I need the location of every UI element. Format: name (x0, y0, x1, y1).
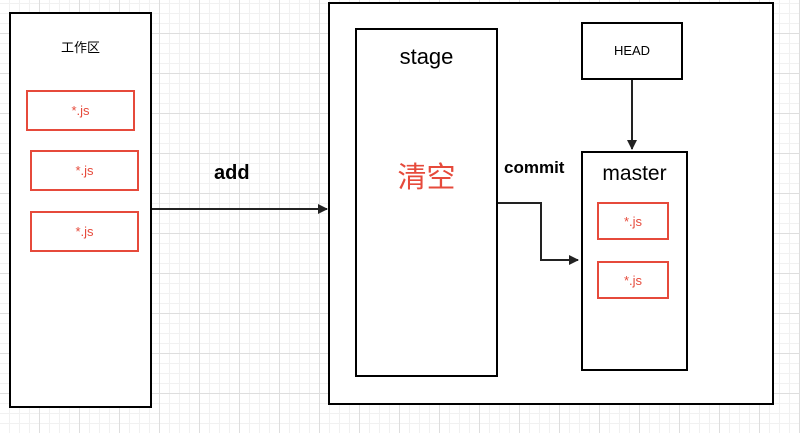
stage-content: 清空 (397, 162, 456, 194)
head-box[interactable] (581, 22, 683, 80)
workspace-file-2[interactable]: *.js (30, 150, 139, 191)
master-file-1[interactable]: *.js (597, 202, 669, 240)
stage-box[interactable] (355, 28, 498, 377)
stage-title: stage (399, 44, 454, 69)
workspace-file-1[interactable]: *.js (26, 90, 135, 131)
commit-label: commit (504, 158, 565, 177)
workspace-box[interactable] (9, 12, 152, 408)
workspace-title: 工作区 (60, 40, 100, 55)
master-title: master (602, 162, 667, 185)
add-label: add (214, 162, 250, 184)
head-label: HEAD (613, 43, 651, 58)
master-file-2[interactable]: *.js (597, 261, 669, 299)
workspace-file-3[interactable]: *.js (30, 211, 139, 252)
